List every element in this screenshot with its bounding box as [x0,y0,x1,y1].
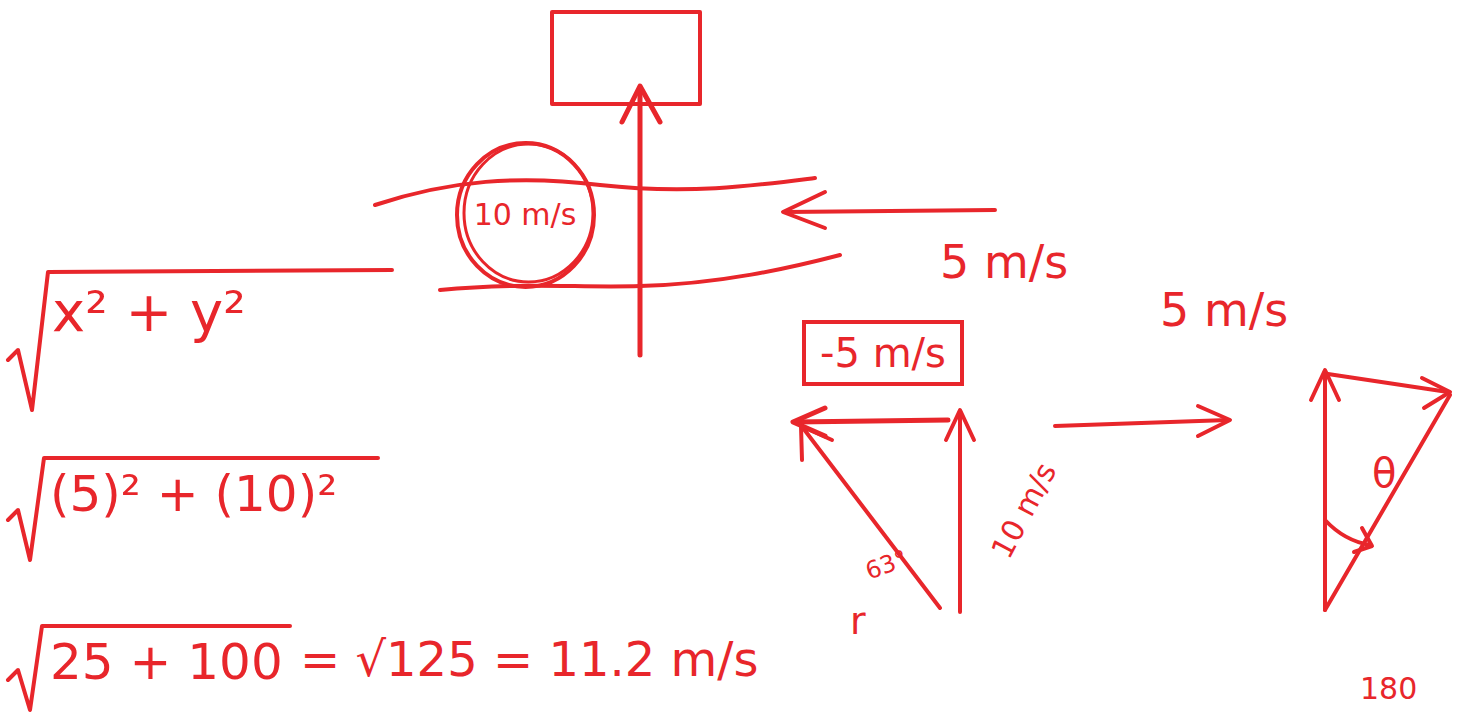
speed-label: 10 m/s [985,457,1064,564]
radical-sign [8,458,378,560]
radical-sign [8,626,290,710]
speed-label: 5 m/s [940,236,1068,289]
arrow-head [622,86,660,122]
formula-text: (5)² + (10)² [50,466,337,524]
circle-outline [457,143,594,287]
arrow-head [783,192,825,228]
value-box: -5 m/s [802,320,964,386]
river-bank [375,178,815,205]
velocity-circle: 10 m/s [454,140,597,290]
resultant-vector [803,428,940,608]
result-text: = √125 = 11.2 m/s [300,632,758,687]
vector-arrow [795,420,948,422]
velocity-arrow [638,88,643,355]
node-text: -5 m/s [820,330,946,376]
vector-arrow [1323,372,1327,610]
current-arrow [785,210,995,212]
arrow-head [801,426,832,460]
speed-label: 5 m/s [1160,284,1288,337]
note-number: 180 [1360,672,1417,707]
radical-sign [8,270,392,410]
arrow-head [1354,528,1372,552]
formula-text: x² + y² [52,280,246,344]
angle-label: 63° [862,545,911,585]
angle-label: θ [1372,450,1396,496]
arrow-head [1198,406,1230,436]
circle-outline [464,144,593,282]
dock-rectangle [552,12,700,104]
arrow-head [946,410,974,440]
vector-arrow [1055,420,1228,426]
vector-label: r [850,600,866,644]
formula-text: 25 + 100 [50,634,283,692]
vector-arrow [958,412,962,612]
resultant-vector [1325,395,1450,610]
node-text: 10 m/s [474,198,577,233]
